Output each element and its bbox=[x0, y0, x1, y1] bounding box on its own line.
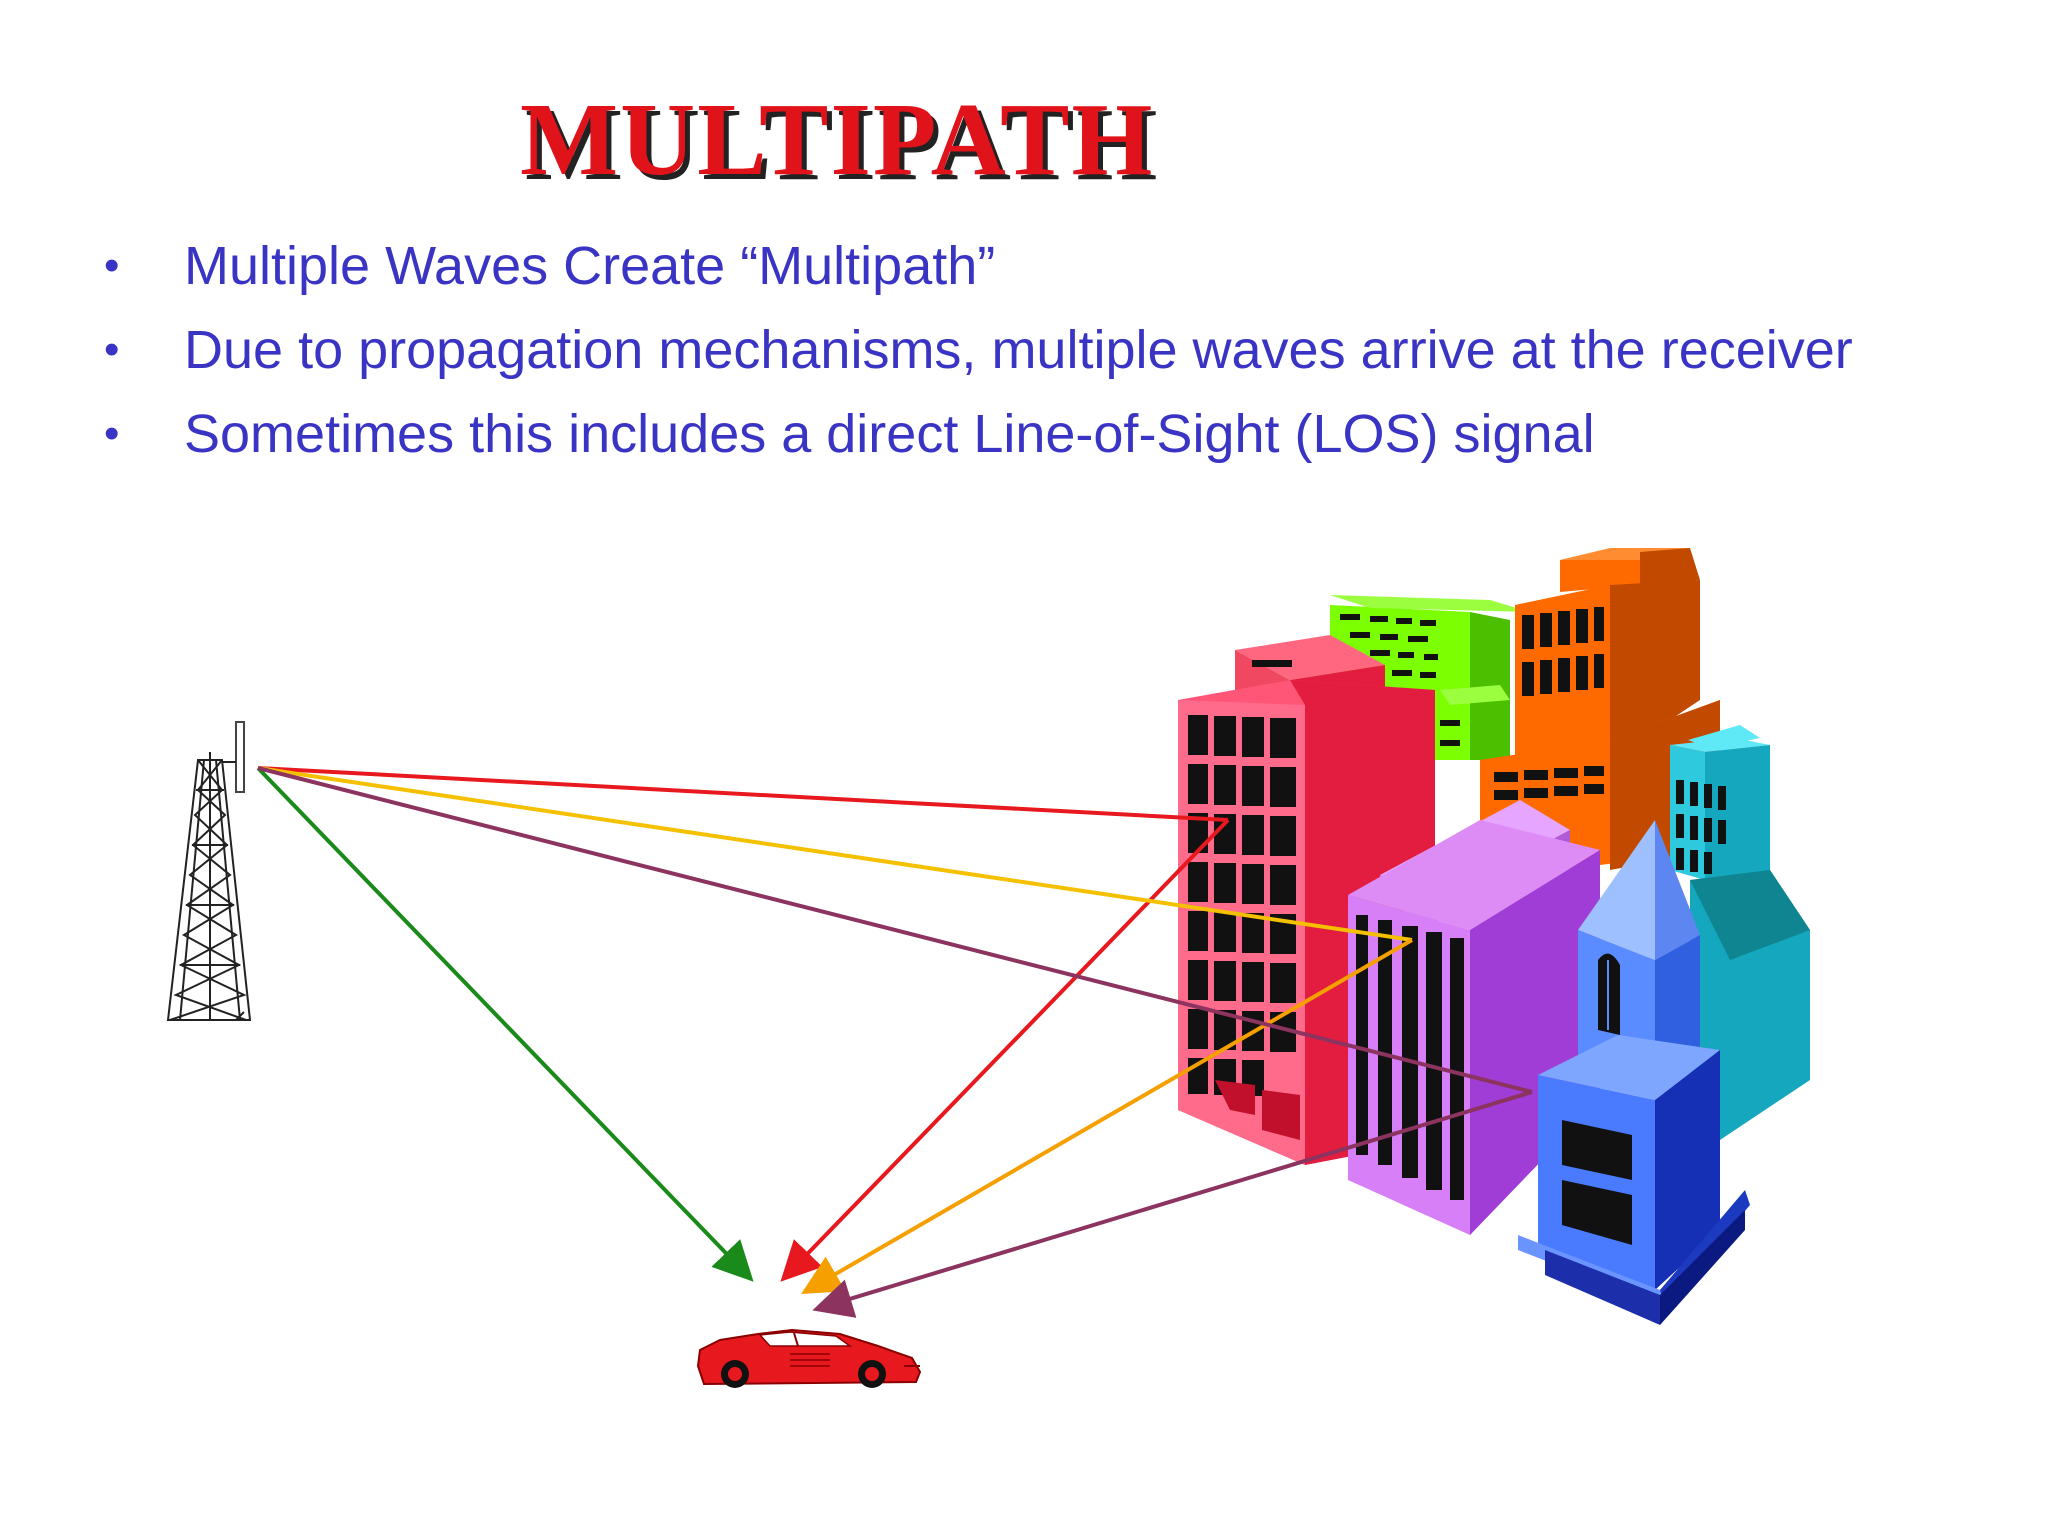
bullet-item: • Sometimes this includes a direct Line-… bbox=[100, 400, 1980, 468]
signal-paths bbox=[256, 766, 1533, 1318]
los-path bbox=[256, 766, 754, 1282]
yellow-incident-path bbox=[257, 766, 1413, 942]
bullet-dot-icon: • bbox=[104, 325, 120, 374]
bullet-dot-icon: • bbox=[104, 409, 120, 458]
bullet-text: Sometimes this includes a direct Line-of… bbox=[184, 404, 1595, 464]
purple-building bbox=[1348, 800, 1600, 1235]
maroon-reflected-path bbox=[812, 1090, 1533, 1318]
slide-title: MULTIPATH bbox=[520, 82, 1155, 197]
yellow-reflected-path bbox=[801, 938, 1414, 1295]
bullet-item: • Multiple Waves Create “Multipath” bbox=[100, 232, 1980, 300]
red-car-icon bbox=[696, 1328, 922, 1388]
bullet-item: • Due to propagation mechanisms, multipl… bbox=[100, 316, 1980, 384]
red-incident-path bbox=[257, 766, 1229, 822]
bullet-list: • Multiple Waves Create “Multipath” • Du… bbox=[100, 232, 1980, 484]
maroon-incident-path bbox=[257, 766, 1533, 1094]
bullet-text: Multiple Waves Create “Multipath” bbox=[184, 236, 996, 296]
red-reflected-path bbox=[780, 818, 1230, 1282]
antenna-tower-icon bbox=[166, 721, 252, 1021]
bullet-text: Due to propagation mechanisms, multiple … bbox=[184, 320, 1853, 380]
blue-steeple-building bbox=[1518, 820, 1750, 1325]
bullet-dot-icon: • bbox=[104, 241, 120, 290]
